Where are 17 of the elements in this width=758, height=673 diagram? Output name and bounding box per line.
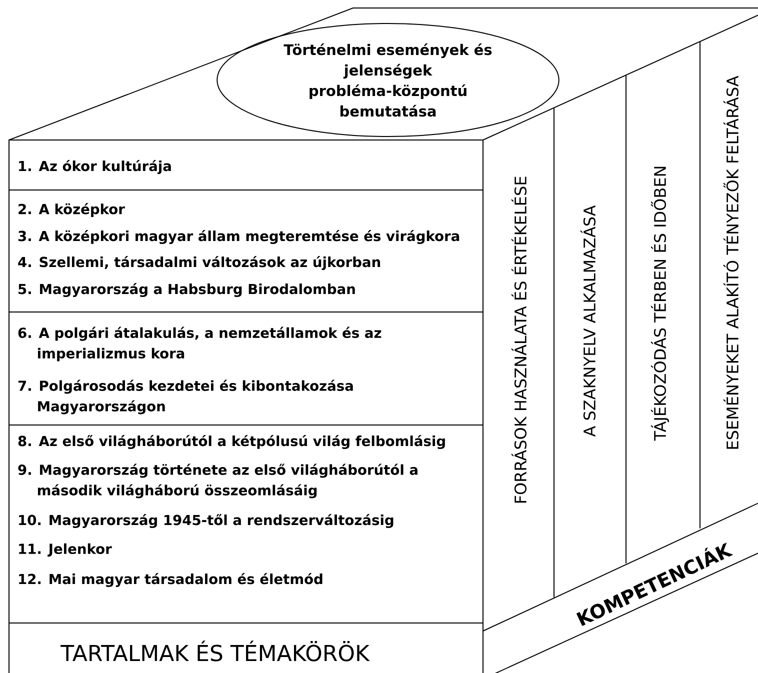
list-item: 3. A középkori magyar állam megteremtése és virágkora bbox=[18, 230, 460, 244]
list-item: 7. Polgárosodás kezdetei és kibontakozása Magyarországon bbox=[18, 380, 353, 414]
competence-label: TÁJÉKOZÓDÁS TÉRBEN ÉS IDŐBEN bbox=[650, 166, 670, 441]
list-item: 6. A polgári átalakulás, a nemzetállamok és az imperializmus kora bbox=[18, 326, 382, 362]
section-title: TARTALMAK ÉS TÉMAKÖRÖK bbox=[60, 640, 370, 662]
list-item: 11. Jelenkor bbox=[19, 543, 112, 557]
list-item: 9. Magyarország története az első világháborútól a második világháború összeomlásáig bbox=[18, 464, 418, 498]
list-item: 4. Szellemi, társadalmi változások az újkorban bbox=[18, 256, 380, 270]
competence-label: ESEMÉNYEKET ALAKÍTÓ TÉNYEZŐK FELTÁRÁSA bbox=[723, 76, 739, 449]
list-item: 12. Mai magyar társadalom és életmód bbox=[19, 573, 322, 588]
competence-label: A SZAKNYELV ALKALMAZÁSA bbox=[580, 205, 596, 437]
competence-label: FORRÁSOK HASZNÁLATA ÉS ÉRTÉKELÉSE bbox=[511, 176, 527, 503]
list-item: 5. Magyarország a Habsburg Birodalomban bbox=[18, 283, 355, 298]
list-item: 2. A középkor bbox=[18, 203, 125, 217]
list-item: 1. Az ókor kultúrája bbox=[19, 160, 171, 174]
list-item: 8. Az első világháborútól a kétpólusú világ felbomlásig bbox=[18, 435, 445, 450]
list-item: 10. Magyarország 1945-től a rendszerváltozásig bbox=[19, 514, 394, 528]
